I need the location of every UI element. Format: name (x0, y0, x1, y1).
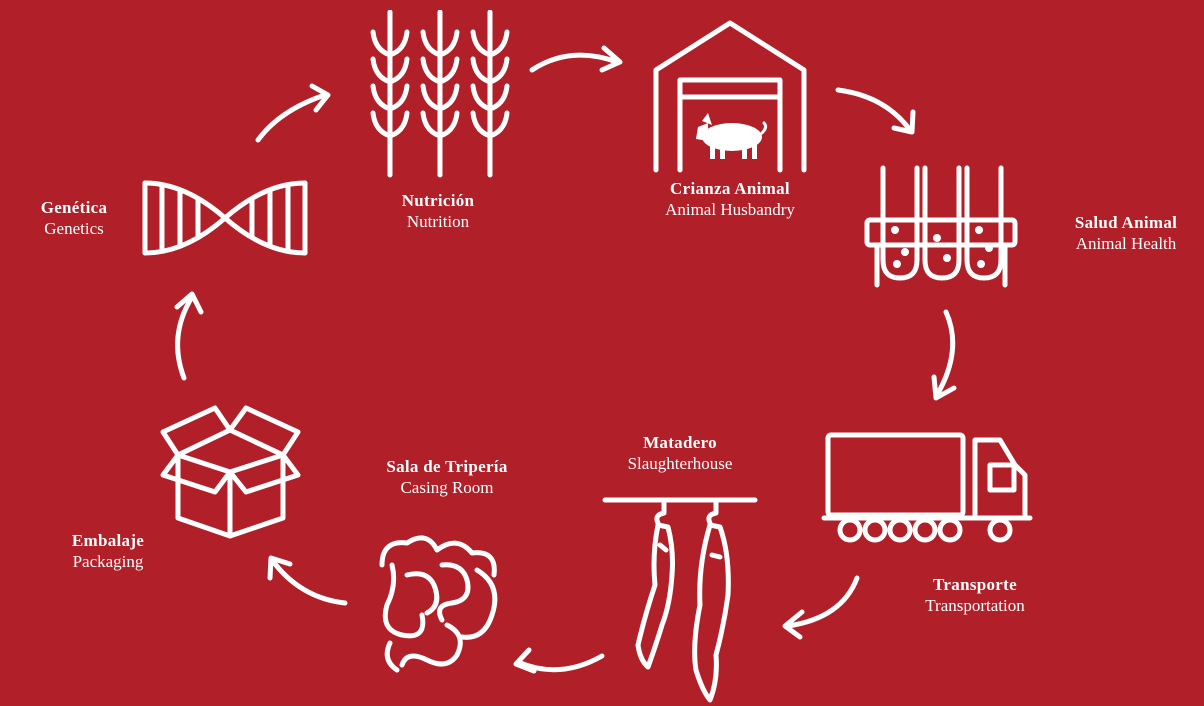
arrow-packaging-to-genetics (174, 291, 204, 381)
truck-icon (821, 432, 1033, 543)
label-transport: Transporte Transportation (895, 574, 1055, 617)
label-health: Salud Animal Animal Health (1048, 212, 1204, 255)
label-slaughter: Matadero Slaughterhouse (600, 432, 760, 475)
label-packaging: Embalaje Packaging (38, 530, 178, 573)
label-transport-en: Transportation (925, 596, 1025, 616)
arrow-transport-to-slaughter (782, 575, 860, 640)
label-health-es: Salud Animal (1074, 213, 1178, 232)
label-slaughter-es: Matadero (643, 433, 717, 452)
label-casing: Sala de Tripería Casing Room (352, 456, 542, 499)
hanging-carcass-icon (602, 497, 758, 703)
pig-icon (696, 113, 768, 159)
label-genetics-en: Genetics (44, 219, 104, 239)
label-transport-es: Transporte (933, 575, 1017, 594)
box-icon (160, 405, 301, 539)
arrow-health-to-transport (931, 309, 957, 401)
label-genetics: Genética Genetics (8, 197, 140, 240)
arrow-genetics-to-nutrition (255, 83, 331, 143)
label-genetics-es: Genética (40, 198, 108, 217)
label-nutrition: Nutrición Nutrition (368, 190, 508, 233)
label-health-en: Animal Health (1075, 234, 1177, 254)
test-tubes-icon (864, 165, 1018, 288)
arrow-casing-to-packaging (267, 555, 348, 606)
label-husbandry-es: Crianza Animal (670, 179, 790, 198)
arrow-nutrition-to-husbandry (529, 45, 623, 73)
label-husbandry-en: Animal Husbandry (665, 200, 795, 220)
label-husbandry: Crianza Animal Animal Husbandry (630, 178, 830, 221)
barn-pig-icon (653, 20, 807, 173)
arrow-slaughter-to-casing (513, 647, 605, 674)
wheat-icon (370, 10, 510, 178)
label-nutrition-en: Nutrition (406, 212, 470, 232)
label-nutrition-es: Nutrición (401, 191, 475, 210)
label-packaging-es: Embalaje (71, 531, 145, 550)
arrow-husbandry-to-health (835, 87, 916, 135)
dna-icon (142, 180, 308, 256)
label-casing-es: Sala de Tripería (386, 457, 508, 476)
label-slaughter-en: Slaughterhouse (627, 454, 733, 474)
intestines-icon (379, 535, 498, 673)
label-packaging-en: Packaging (72, 552, 144, 572)
label-casing-en: Casing Room (400, 478, 494, 498)
